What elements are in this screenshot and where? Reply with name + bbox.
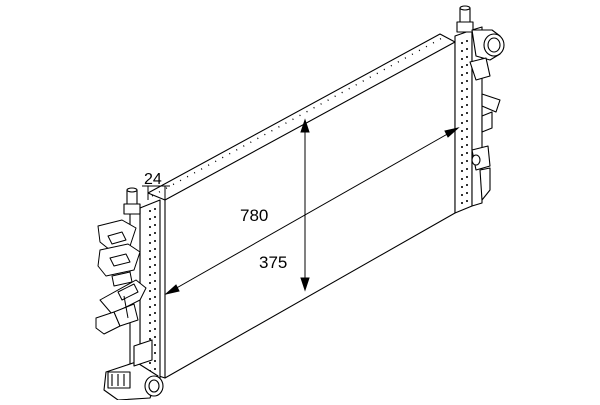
dimension-height-line [300, 118, 310, 292]
radiator-core [147, 33, 456, 379]
dimension-width-line [164, 127, 460, 295]
dimension-thickness-leader [142, 185, 170, 206]
dimension-width-label: 780 [240, 206, 268, 225]
dimension-thickness-label: 24 [144, 171, 162, 188]
core-front-face [164, 41, 456, 379]
core-top-edge [147, 33, 456, 194]
dimension-height-label: 375 [259, 253, 287, 272]
right-header-tank [454, 5, 505, 214]
left-mounting-brackets [95, 219, 147, 335]
